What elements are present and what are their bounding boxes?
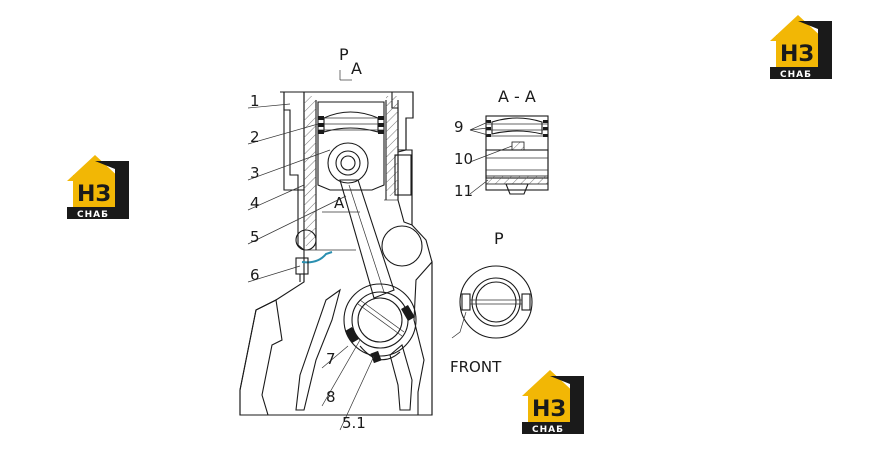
svg-text:НЗ: НЗ xyxy=(77,182,111,207)
svg-text:НЗ: НЗ xyxy=(532,397,566,422)
callout-5-1: 5.1 xyxy=(342,414,366,432)
callout-8: 8 xyxy=(326,388,336,406)
callout-10: 10 xyxy=(454,150,473,168)
callout-6: 6 xyxy=(250,266,260,284)
callout-11: 11 xyxy=(454,182,473,200)
view-p-top-label: P xyxy=(339,45,349,64)
svg-text:СНАБ: СНАБ xyxy=(780,70,812,80)
front-label: FRONT xyxy=(450,358,502,376)
callout-2: 2 xyxy=(250,128,260,146)
view-p-bearing xyxy=(451,265,533,339)
svg-text:СНАБ: СНАБ xyxy=(77,210,109,220)
callout-1: 1 xyxy=(250,92,260,110)
callout-leaders xyxy=(247,103,375,431)
view-a-top-label: A xyxy=(351,59,362,78)
view-p-title: P xyxy=(494,229,504,248)
callout-5: 5 xyxy=(250,228,260,246)
engine-cross-section: A xyxy=(239,70,433,416)
callout-3: 3 xyxy=(250,164,260,182)
logo-top-right: НЗ СНАБ xyxy=(770,15,832,80)
section-mark-a: A xyxy=(334,194,345,212)
logo-left: НЗ СНАБ xyxy=(67,155,129,220)
svg-text:НЗ: НЗ xyxy=(780,42,814,67)
piston-section-aa xyxy=(469,115,549,195)
callout-4: 4 xyxy=(250,194,260,212)
logo-bottom: НЗ СНАБ xyxy=(522,370,584,435)
section-aa-title: A - A xyxy=(498,87,536,106)
svg-text:СНАБ: СНАБ xyxy=(532,425,564,435)
callout-9: 9 xyxy=(454,118,464,136)
callout-7: 7 xyxy=(326,350,336,368)
